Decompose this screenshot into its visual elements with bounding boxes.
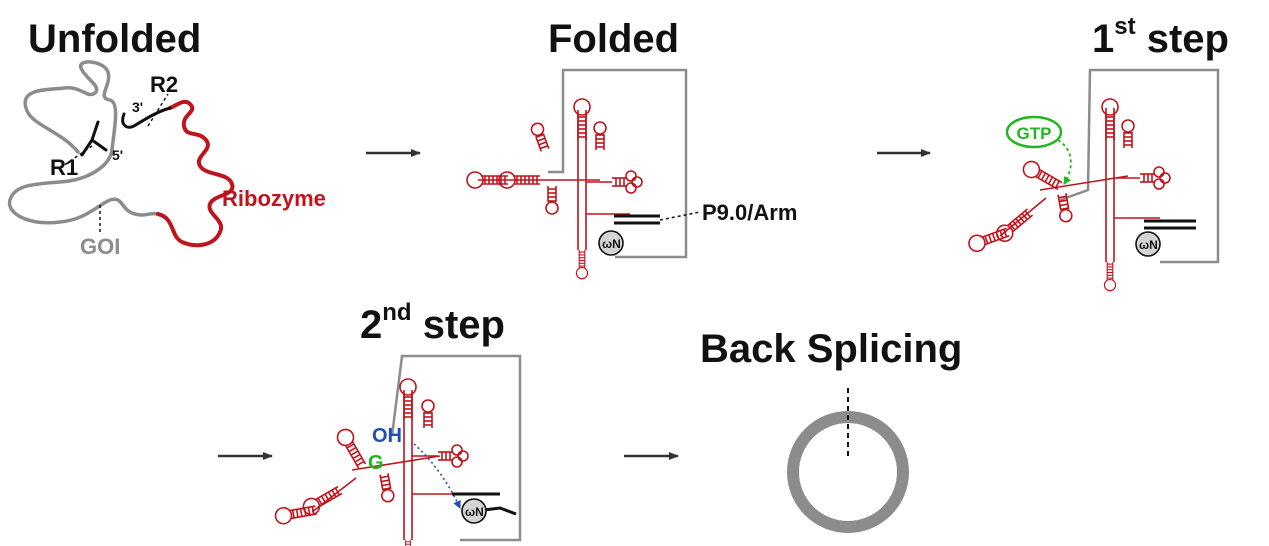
panel-folded: Folded ωN P9.0/Arm [466,17,797,280]
step2-title: 2nd step [360,299,505,347]
unfolded-ribozyme-strand [156,99,235,248]
step1-omega-label: ωN [1139,238,1158,252]
step2-ribozyme-structure [273,378,469,546]
unfolded-5prime-label: 5' [112,147,123,163]
panel-back-splicing: Back Splicing [700,327,962,533]
unfolded-r1-label: R1 [50,155,78,180]
folded-title: Folded [548,17,679,61]
step1-ribozyme-structure [965,98,1171,292]
unfolded-r2-strand [121,106,172,129]
unfolded-3prime-label: 3' [132,99,143,115]
step2-gray-frame [390,354,522,542]
panel-step1: 1st step GTP ωN [965,13,1229,292]
back-splicing-title: Back Splicing [700,327,962,371]
step1-title: 1st step [1092,13,1229,61]
unfolded-r1-mark [80,120,108,157]
step2-exit-strand [483,506,517,516]
unfolded-title: Unfolded [28,17,201,61]
oh-label: OH [372,425,402,447]
panel-step2: 2nd step OH G ωN [273,299,522,546]
panel-unfolded: Unfolded R1 5' R2 3' Ribozyme GOI [7,17,326,259]
unfolded-r1-dash [59,145,93,169]
folded-p9-dash [659,211,701,221]
folded-ribozyme-structure [466,98,643,280]
p9-arm-label: P9.0/Arm [702,200,797,225]
gtp-badge [1005,115,1063,149]
folded-gray-frame [548,68,688,259]
folded-omega-label: ωN [602,237,621,251]
ribozyme-label: Ribozyme [222,186,326,211]
step1-gray-frame [1059,68,1220,264]
unfolded-gray-strand [7,60,160,225]
gtp-label: GTP [1017,124,1052,143]
unfolded-r2-label: R2 [150,72,178,97]
unfolded-r2-dash [147,93,169,127]
g-label: G [368,452,384,474]
step2-omega-label: ωN [465,505,484,519]
goi-label: GOI [80,234,120,259]
gtp-attack-arrow [1057,139,1072,185]
oh-attack-arrow [413,443,461,509]
